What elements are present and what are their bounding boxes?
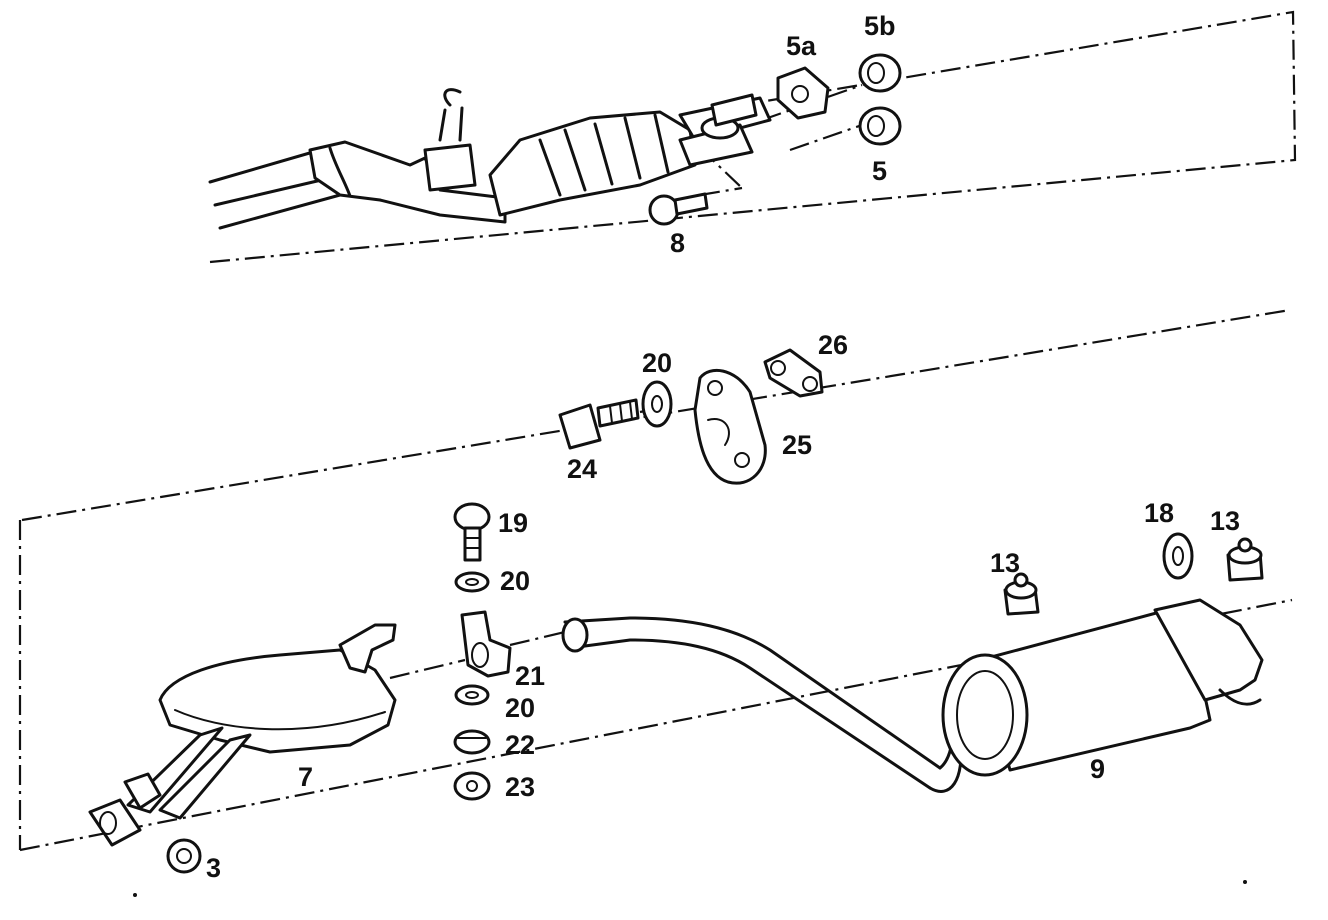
label-13-left: 13 — [990, 548, 1020, 578]
part-24-bolt — [558, 398, 640, 450]
part-21-hanger-bracket — [460, 610, 512, 678]
label-22: 22 — [505, 730, 535, 760]
part-22-nut — [453, 729, 491, 755]
stray-mark — [1243, 880, 1247, 884]
label-24: 24 — [567, 454, 597, 484]
part-7-center-muffler — [88, 623, 397, 847]
label-20-upper: 20 — [500, 566, 530, 596]
part-23-nut — [453, 771, 491, 801]
part-5-bushing — [858, 106, 902, 146]
part-13-buffer-right — [1226, 537, 1264, 582]
part-20-washer-top — [641, 380, 673, 428]
part-8-bolt — [648, 192, 709, 226]
label-7: 7 — [298, 762, 313, 792]
part-26-clamp — [763, 348, 824, 398]
front-pipe-catalytic-converter — [208, 88, 772, 230]
part-3-gasket — [166, 838, 202, 874]
label-18: 18 — [1144, 498, 1174, 528]
intermediate-pipe — [561, 616, 963, 793]
label-20-top: 20 — [642, 348, 672, 378]
label-3: 3 — [206, 853, 221, 883]
part-13-buffer-left — [1003, 572, 1040, 616]
label-5a: 5a — [786, 31, 817, 61]
part-20-washer-upper — [454, 571, 490, 593]
label-8: 8 — [670, 228, 685, 258]
label-19: 19 — [498, 508, 528, 538]
part-18-washer — [1162, 532, 1194, 580]
part-5b-bushing — [858, 53, 902, 93]
label-26: 26 — [818, 330, 848, 360]
part-19-bolt — [453, 502, 491, 562]
label-9: 9 — [1090, 754, 1105, 784]
guide-lines — [389, 83, 863, 680]
label-5: 5 — [872, 156, 887, 186]
label-5b: 5b — [864, 11, 896, 41]
part-25-rubber-mount — [693, 369, 767, 485]
label-13-right: 13 — [1210, 506, 1240, 536]
label-21: 21 — [515, 661, 545, 691]
label-23: 23 — [505, 772, 535, 802]
part-labels: 5a 5b 5 8 20 26 25 24 19 20 21 20 22 23 … — [206, 11, 1240, 883]
part-5a-hanger — [776, 66, 830, 120]
part-9-rear-muffler — [941, 598, 1264, 777]
label-20-lower: 20 — [505, 693, 535, 723]
label-25: 25 — [782, 430, 812, 460]
part-20-washer-lower — [454, 684, 490, 706]
stray-mark — [133, 893, 137, 897]
